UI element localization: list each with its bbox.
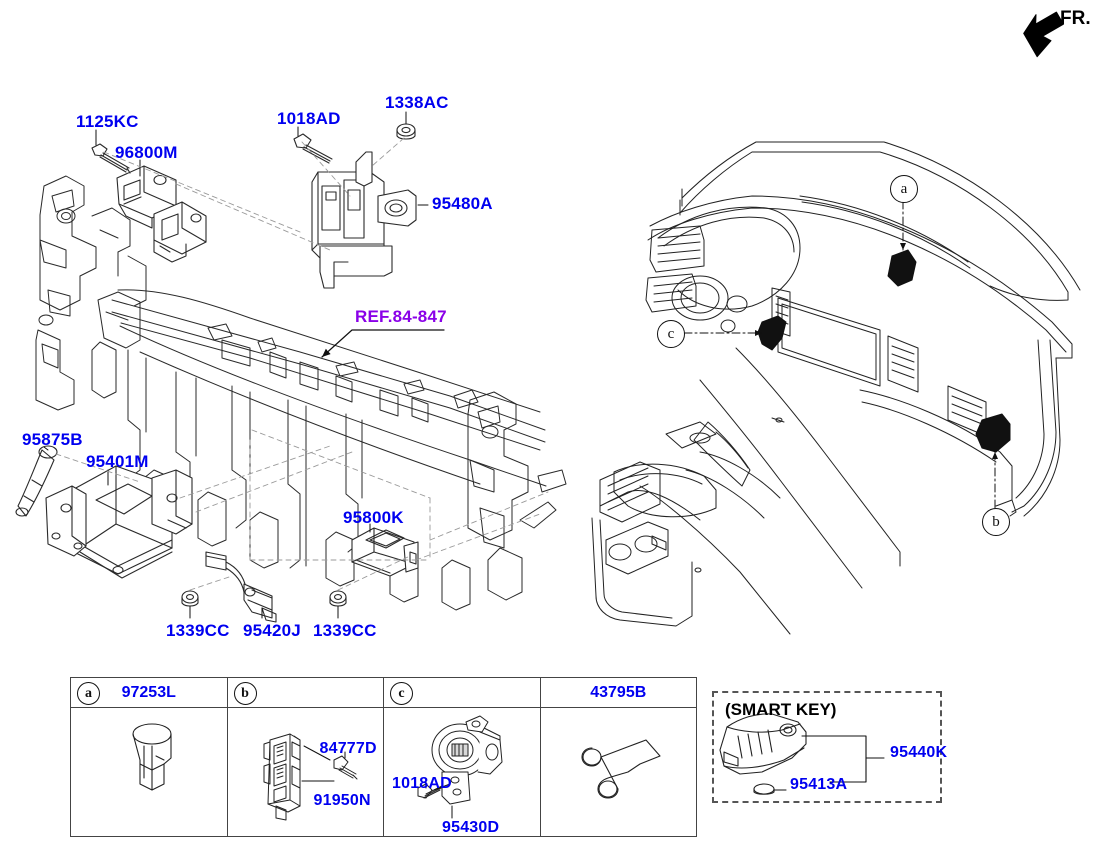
part-number-95413A: 95413A	[790, 776, 848, 793]
callout-c: c	[657, 320, 685, 348]
legend-header-a: a 97253L	[71, 678, 227, 708]
legend-part-84777D: 84777D	[319, 740, 377, 757]
legend-cell-c: c 1018AD 95430D	[384, 678, 541, 836]
legend-header-c: c	[384, 678, 540, 708]
part-number-1018AD: 1018AD	[277, 109, 341, 128]
callout-a: a	[890, 175, 918, 203]
part-number-1338AC: 1338AC	[385, 93, 449, 112]
part-number-95480A: 95480A	[432, 194, 493, 213]
part-number-1125KC: 1125KC	[76, 112, 139, 131]
smart-key-title: (SMART KEY)	[725, 700, 837, 719]
smart-key-box: (SMART KEY) 95440K 95413A	[712, 691, 947, 803]
antenna-b-blob	[975, 413, 1011, 453]
part-number-96800M: 96800M	[115, 143, 178, 162]
legend-cell-a: a 97253L	[71, 678, 228, 836]
part-number-1339CC-right: 1339CC	[313, 621, 377, 640]
callout-b: b	[982, 508, 1010, 536]
orientation-label: FR.	[1060, 8, 1091, 29]
legend-part-1018AD: 1018AD	[392, 775, 452, 792]
legend-cell-b: b 84777D 91950N	[227, 678, 384, 836]
legend-letter-a: a	[77, 682, 100, 705]
legend-letter-b: b	[233, 682, 257, 705]
legend-header-d: 43795B	[540, 678, 696, 708]
part-number-95420J: 95420J	[243, 621, 301, 640]
part-number-95401M: 95401M	[86, 452, 149, 471]
legend-part-95430D: 95430D	[442, 819, 500, 836]
antenna-a-blob	[887, 249, 917, 287]
legend-letter-c: c	[390, 682, 413, 705]
legend-cell-d: 43795B	[540, 678, 697, 836]
ref-leader	[321, 329, 445, 358]
legend-part-97253L: 97253L	[121, 684, 176, 701]
part-number-95800K: 95800K	[343, 508, 404, 527]
legend-body-c: 1018AD 95430D	[384, 708, 540, 836]
fr-arrow-icon	[1023, 11, 1064, 58]
legend-part-43795B: 43795B	[590, 684, 647, 701]
legend-header-b: b	[227, 678, 383, 708]
legend-table: a 97253L b 84777D 91950N c 1018AD 95430D	[70, 677, 697, 837]
reference-label: REF.84-847	[355, 307, 447, 326]
part-number-95440K: 95440K	[890, 744, 948, 761]
legend-body-b: 84777D 91950N	[228, 708, 384, 836]
part-number-1339CC-left: 1339CC	[166, 621, 230, 640]
legend-part-91950N: 91950N	[313, 792, 371, 809]
legend-body-a	[71, 708, 227, 836]
part-number-95875B: 95875B	[22, 430, 83, 449]
legend-body-d	[541, 708, 697, 836]
